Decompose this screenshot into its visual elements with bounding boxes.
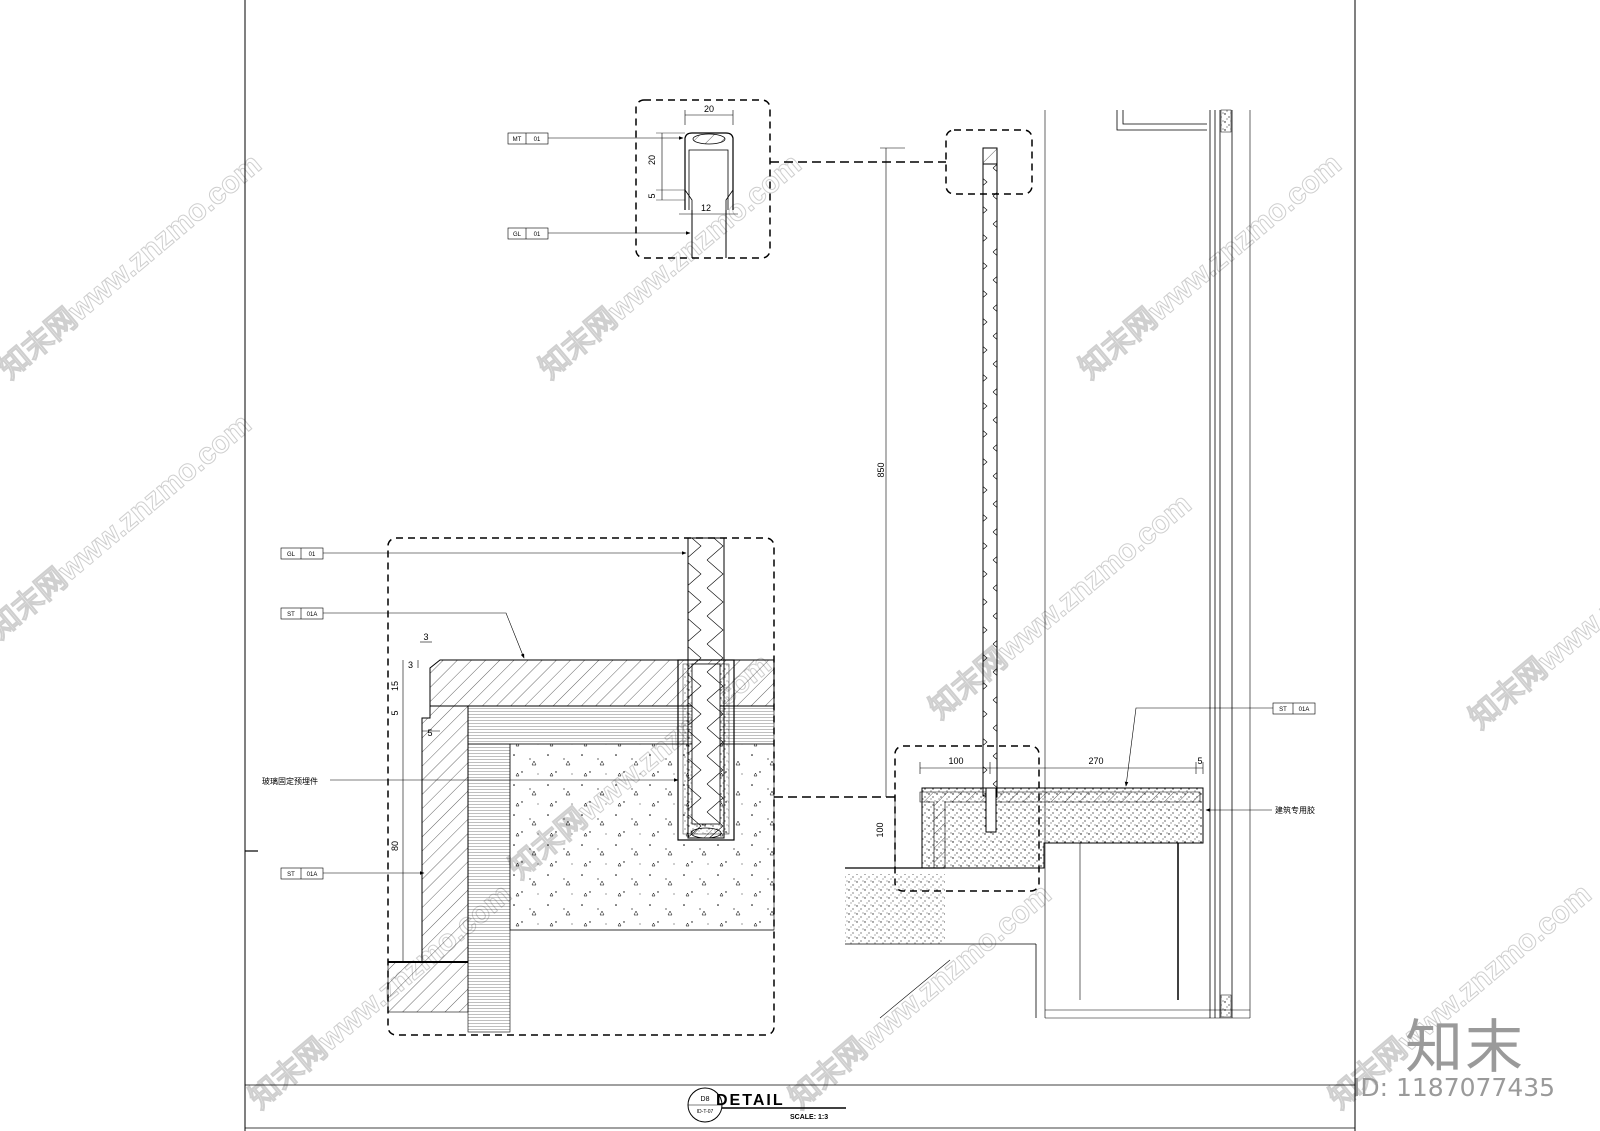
- dim-height-lower: 5: [647, 193, 657, 198]
- material-tag: GL 01: [507, 227, 691, 240]
- section-elevation: 850 100 270 5 100: [845, 109, 1316, 1019]
- note-sealant: 建筑专用胶: [1275, 805, 1315, 815]
- sheet-frame: [244, 0, 1356, 1131]
- svg-text:01: 01: [534, 232, 541, 238]
- detail-title: DETAIL: [716, 1092, 785, 1109]
- watermark-text: 知末网www.znzmo.com: [0, 148, 268, 386]
- svg-text:ST: ST: [1279, 707, 1287, 713]
- profile-detail: 20 20 5 12 MT 01 GL 01: [507, 99, 946, 259]
- watermark-brand: 知末: [1405, 1013, 1526, 1081]
- svg-text:01A: 01A: [307, 612, 318, 618]
- watermark-text: 知末网www.znzmo.com: [1463, 498, 1600, 736]
- dim-5-side: 5: [390, 710, 400, 715]
- dim-80: 80: [390, 841, 400, 851]
- svg-text:01: 01: [309, 552, 316, 558]
- material-tag: ST 01A: [280, 607, 525, 659]
- material-tag: ST 01A: [280, 867, 425, 880]
- dim-3-side: 3: [408, 660, 413, 670]
- svg-text:GL: GL: [513, 232, 522, 238]
- dim-15: 15: [390, 681, 400, 691]
- dim-3-top: 3: [423, 632, 428, 642]
- dim-850: 850: [876, 462, 886, 477]
- dim-5-bottom: 5: [427, 728, 432, 738]
- material-tag: MT 01: [507, 132, 684, 145]
- svg-text:ST: ST: [287, 872, 295, 878]
- material-tag: GL 01: [280, 547, 687, 560]
- dim-h100: 100: [875, 822, 885, 837]
- note-embed: 玻璃固定预埋件: [262, 776, 318, 786]
- dim-w5: 5: [1197, 756, 1202, 766]
- watermark-text: 知末网www.znzmo.com: [1073, 148, 1347, 386]
- watermark-text: 知末网www.znzmo.com: [923, 488, 1197, 726]
- title-bubble-sheet: ID-T-07: [697, 1109, 714, 1115]
- svg-text:GL: GL: [287, 552, 296, 558]
- dim-bottom-width: 12: [701, 203, 711, 213]
- watermark-id: ID: 1187077435: [1353, 1073, 1556, 1102]
- base-detail: 3 3 15 5 5 80 GL 01 ST 01A 玻璃固定预埋件: [262, 537, 895, 1036]
- watermark-text: 知末网www.znzmo.com: [533, 148, 807, 386]
- watermark-text: 知末网www.znzmo.com: [0, 408, 258, 646]
- material-tag: ST 01A: [1124, 702, 1316, 787]
- title-block: D8 ID-T-07 DETAIL SCALE: 1:3: [687, 1087, 846, 1123]
- svg-text:ST: ST: [287, 612, 295, 618]
- svg-text:01: 01: [534, 137, 541, 143]
- dim-top-width: 20: [704, 104, 714, 114]
- svg-text:01A: 01A: [1299, 707, 1310, 713]
- dim-w270: 270: [1088, 756, 1103, 766]
- svg-text:01A: 01A: [307, 872, 318, 878]
- svg-text:MT: MT: [513, 137, 522, 143]
- detail-scale: SCALE: 1:3: [790, 1114, 828, 1121]
- dim-height-upper: 20: [647, 155, 657, 165]
- title-bubble-number: D8: [701, 1096, 710, 1103]
- watermark-layer: 知末网www.znzmo.com 知末网www.znzmo.com 知末网www…: [0, 147, 1600, 1116]
- dim-w100: 100: [948, 756, 963, 766]
